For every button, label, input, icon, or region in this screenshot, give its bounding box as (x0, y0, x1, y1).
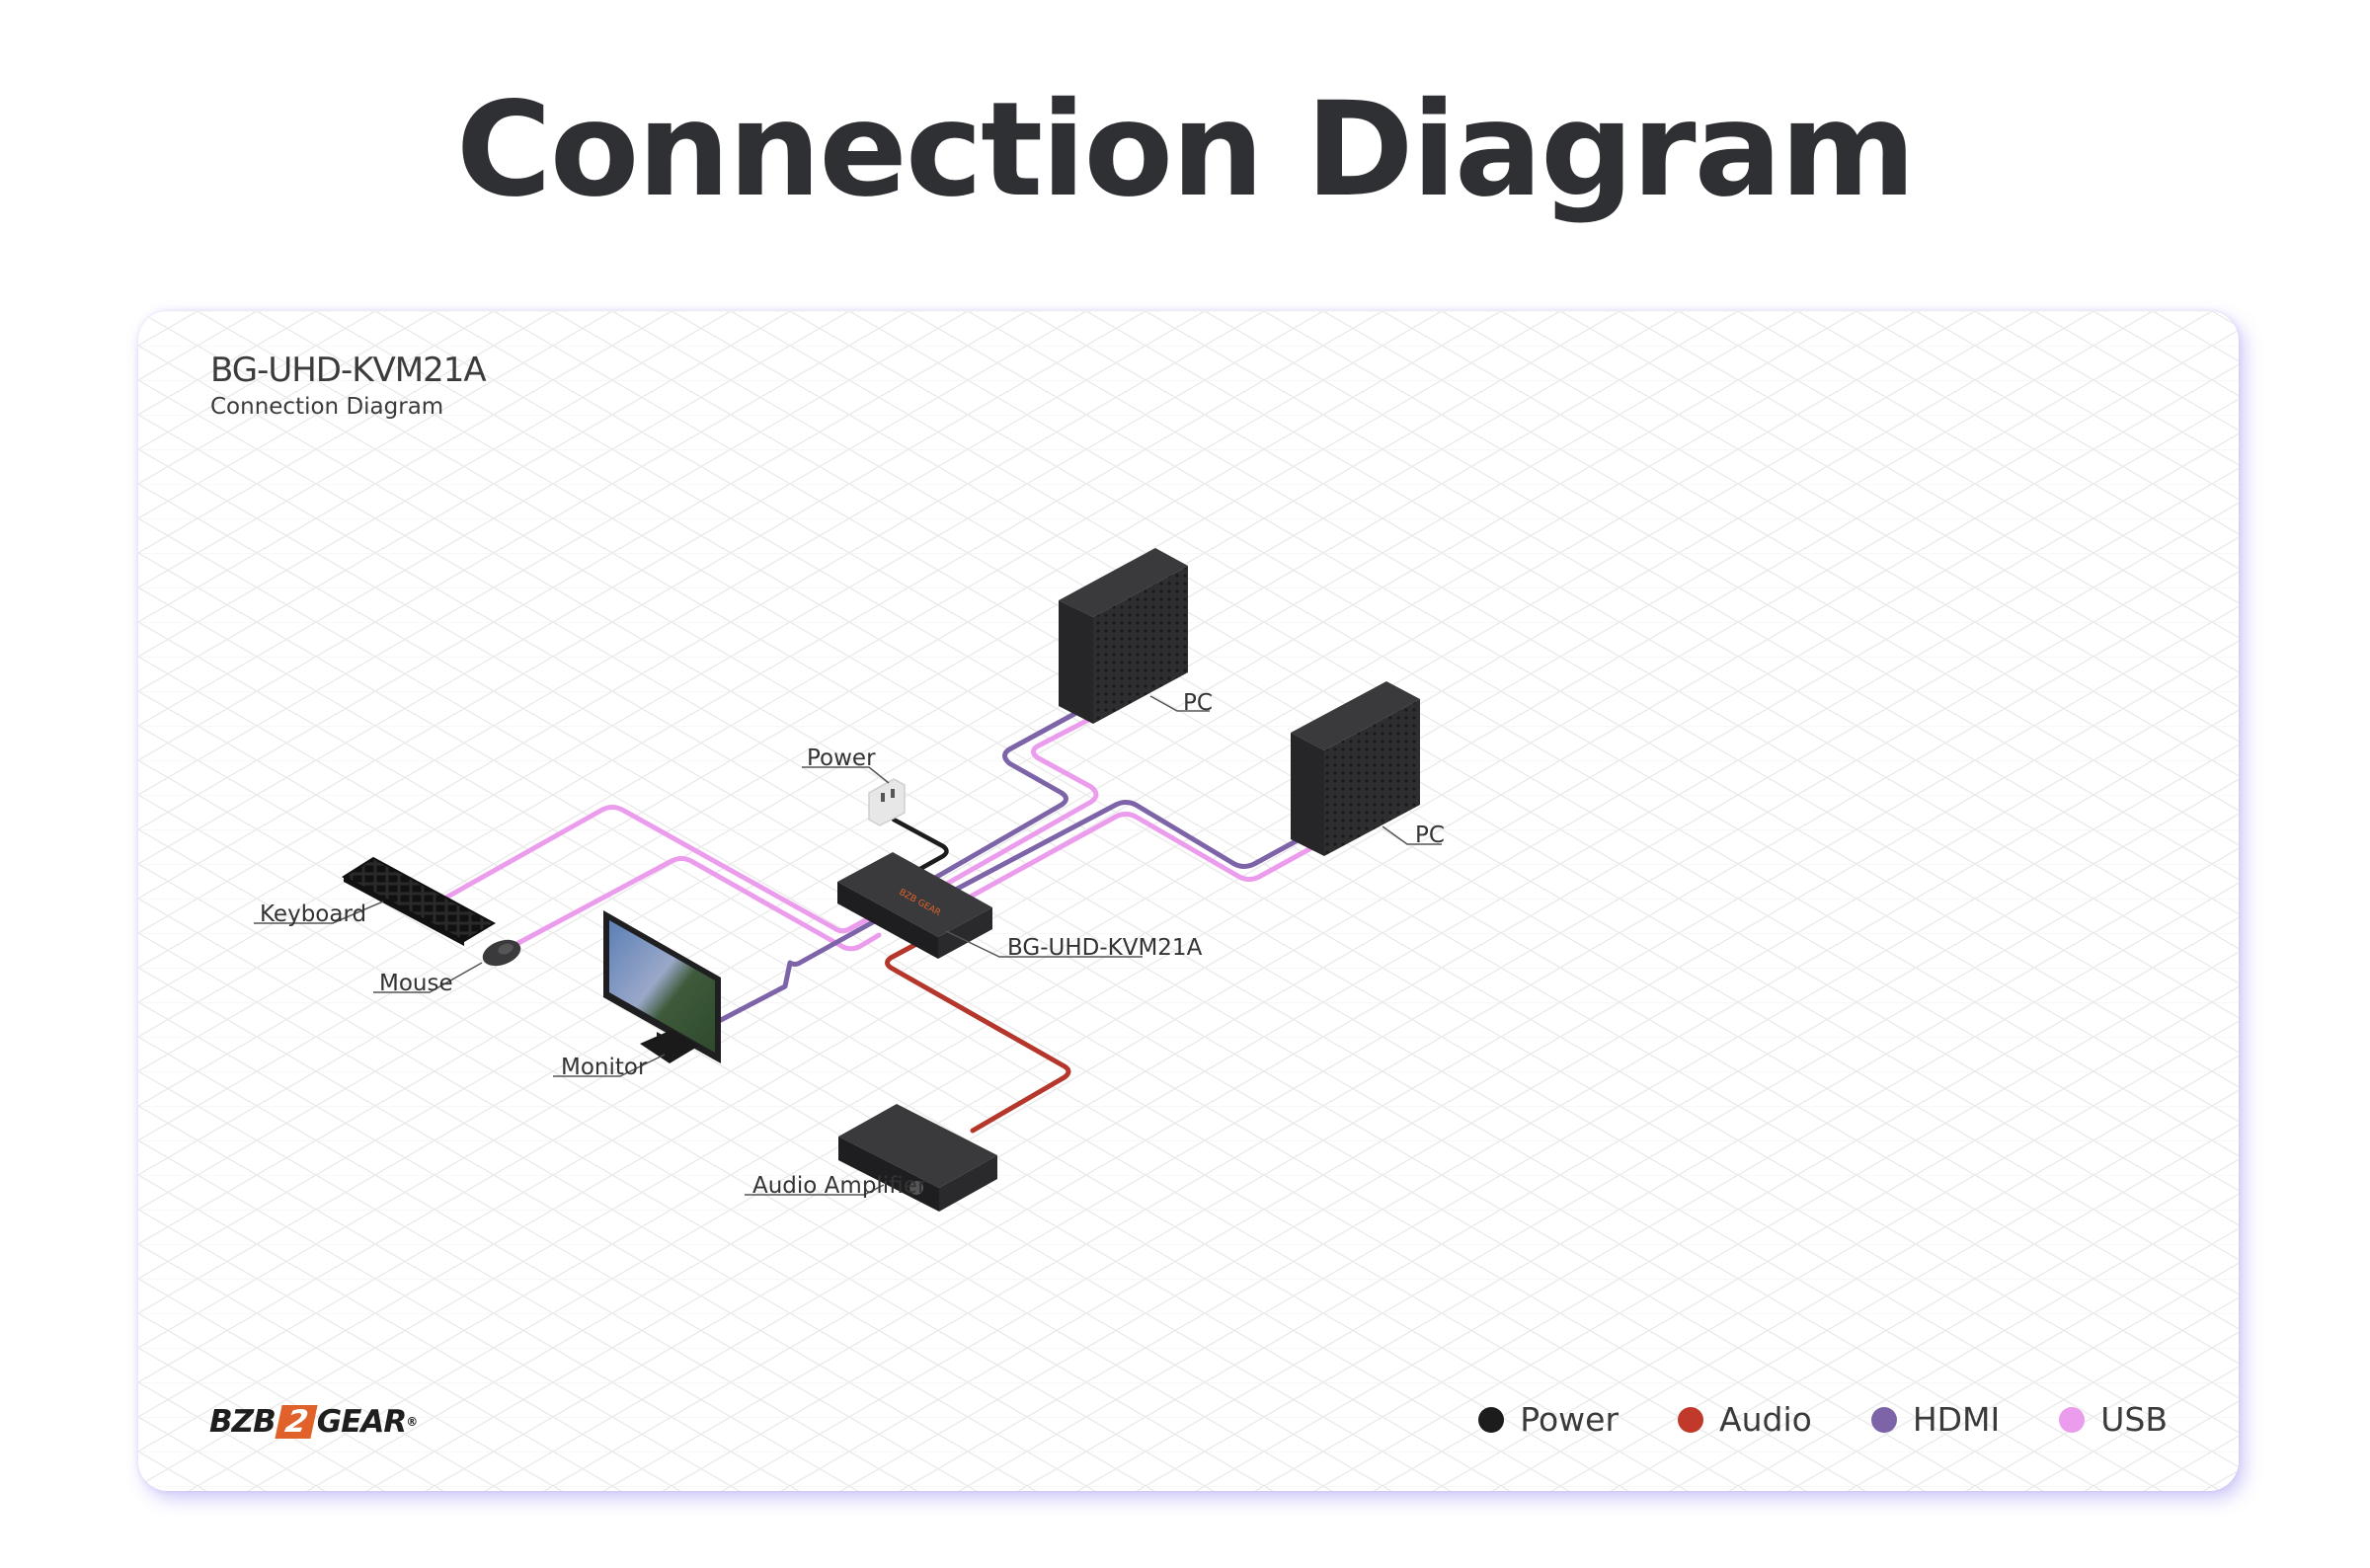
pc-right-front (1291, 681, 1420, 750)
hdmi-cable-pc-right (945, 800, 1311, 897)
connection-diagram: BZB GEAR (138, 311, 2239, 1491)
brand-logo-mark: ® (406, 1415, 418, 1429)
pc-top-side (1059, 600, 1093, 724)
brand-logo-right: GEAR (316, 1404, 407, 1440)
label-amplifier: Audio Amplifier (752, 1173, 927, 1199)
label-keyboard: Keyboard (260, 902, 366, 927)
brand-logo: BZB 2 GEAR ® (209, 1404, 418, 1440)
legend-item-hdmi: HDMI (1870, 1400, 2001, 1439)
legend-item-usb: USB (2059, 1400, 2168, 1439)
kvm-switch-side (938, 907, 992, 959)
power-outlet[interactable] (868, 778, 906, 826)
hdmi-cables (718, 711, 1311, 1023)
hdmi-cable-pc-top (925, 711, 1077, 885)
usb-cable-keyboard (441, 805, 872, 934)
leader-lines (254, 695, 1442, 1196)
pc-top-face (1093, 566, 1188, 724)
label-mouse: Mouse (379, 971, 453, 996)
brand-logo-left: BZB (209, 1404, 276, 1440)
legend-item-power: Power (1478, 1400, 1619, 1439)
legend-label-usb: USB (2100, 1400, 2168, 1439)
label-pc-top: PC (1183, 690, 1213, 716)
label-pc-right: PC (1415, 823, 1445, 848)
power-cable (891, 817, 949, 873)
iso-grid-background (138, 311, 2239, 1491)
page-title: Connection Diagram (455, 74, 1916, 226)
usb-cable-mouse (515, 856, 882, 952)
pc-right[interactable] (1291, 681, 1420, 856)
pc-top[interactable] (1059, 548, 1188, 724)
legend-label-power: Power (1520, 1400, 1620, 1439)
audio-amplifier[interactable] (838, 1104, 997, 1212)
label-power: Power (807, 745, 876, 771)
amplifier-knob (909, 1181, 923, 1195)
keyboard[interactable] (342, 856, 497, 946)
legend-dot-hdmi (1870, 1406, 1897, 1433)
kvm-switch-top (837, 852, 992, 937)
label-monitor: Monitor (561, 1055, 648, 1080)
pc-right-side (1291, 733, 1324, 856)
kvm-switch-front (837, 882, 938, 959)
mouse[interactable] (479, 935, 524, 971)
legend-dot-power (1478, 1406, 1505, 1433)
brand-logo-badge: 2 (275, 1404, 318, 1440)
audio-cable (885, 940, 1071, 1134)
monitor-base (640, 1030, 699, 1063)
kvm-switch[interactable]: BZB GEAR (837, 852, 992, 959)
diagram-card: BZB GEAR (138, 311, 2239, 1491)
legend-label-audio: Audio (1719, 1400, 1812, 1439)
legend-dot-audio (1678, 1406, 1704, 1433)
pc-right-face (1324, 699, 1420, 856)
legend-item-audio: Audio (1678, 1400, 1812, 1439)
hdmi-cable-monitor (718, 910, 892, 1023)
pc-top-front (1059, 548, 1188, 617)
card-subtitle: Connection Diagram (210, 394, 444, 420)
usb-cable-pc-right (955, 812, 1321, 906)
amplifier-top (838, 1104, 997, 1188)
monitor-screen (609, 920, 715, 1053)
card-title: BG-UHD-KVM21A (210, 351, 487, 390)
label-kvm-switch: BG-UHD-KVM21A (1007, 935, 1203, 961)
amplifier-side (939, 1155, 997, 1212)
legend-label-hdmi: HDMI (1912, 1400, 2001, 1439)
usb-cables (441, 713, 1321, 952)
legend-dot-usb (2059, 1406, 2086, 1433)
monitor[interactable] (603, 910, 721, 1063)
usb-cable-pc-top (935, 713, 1099, 892)
legend: Power Audio HDMI USB (1478, 1400, 2168, 1439)
